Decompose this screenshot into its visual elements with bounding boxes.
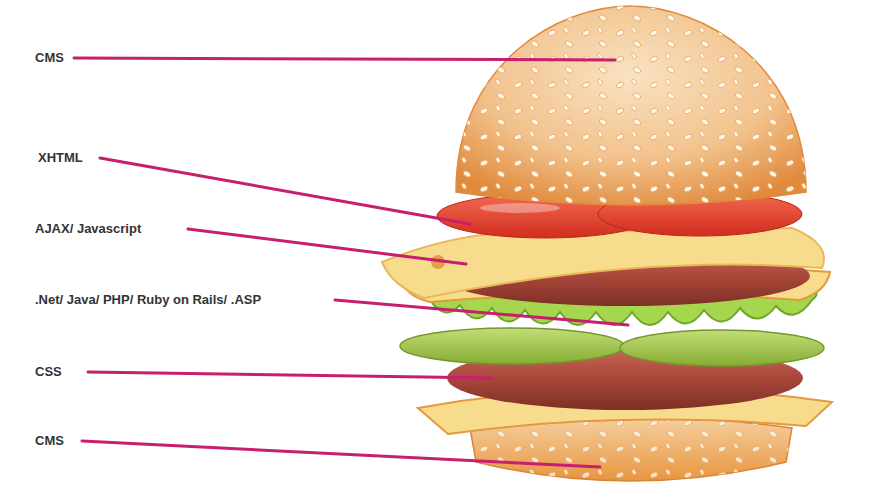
leader-lines [74,58,628,467]
layer-label: .Net/ Java/ PHP/ Ruby on Rails/ .ASP [35,292,261,308]
layer-label: AJAX/ Javascript [35,221,141,237]
layer-label: XHTML [38,150,83,166]
layer-label: CMS [35,433,64,449]
layer-label: CSS [35,364,62,380]
layer-label: CMS [35,50,64,66]
